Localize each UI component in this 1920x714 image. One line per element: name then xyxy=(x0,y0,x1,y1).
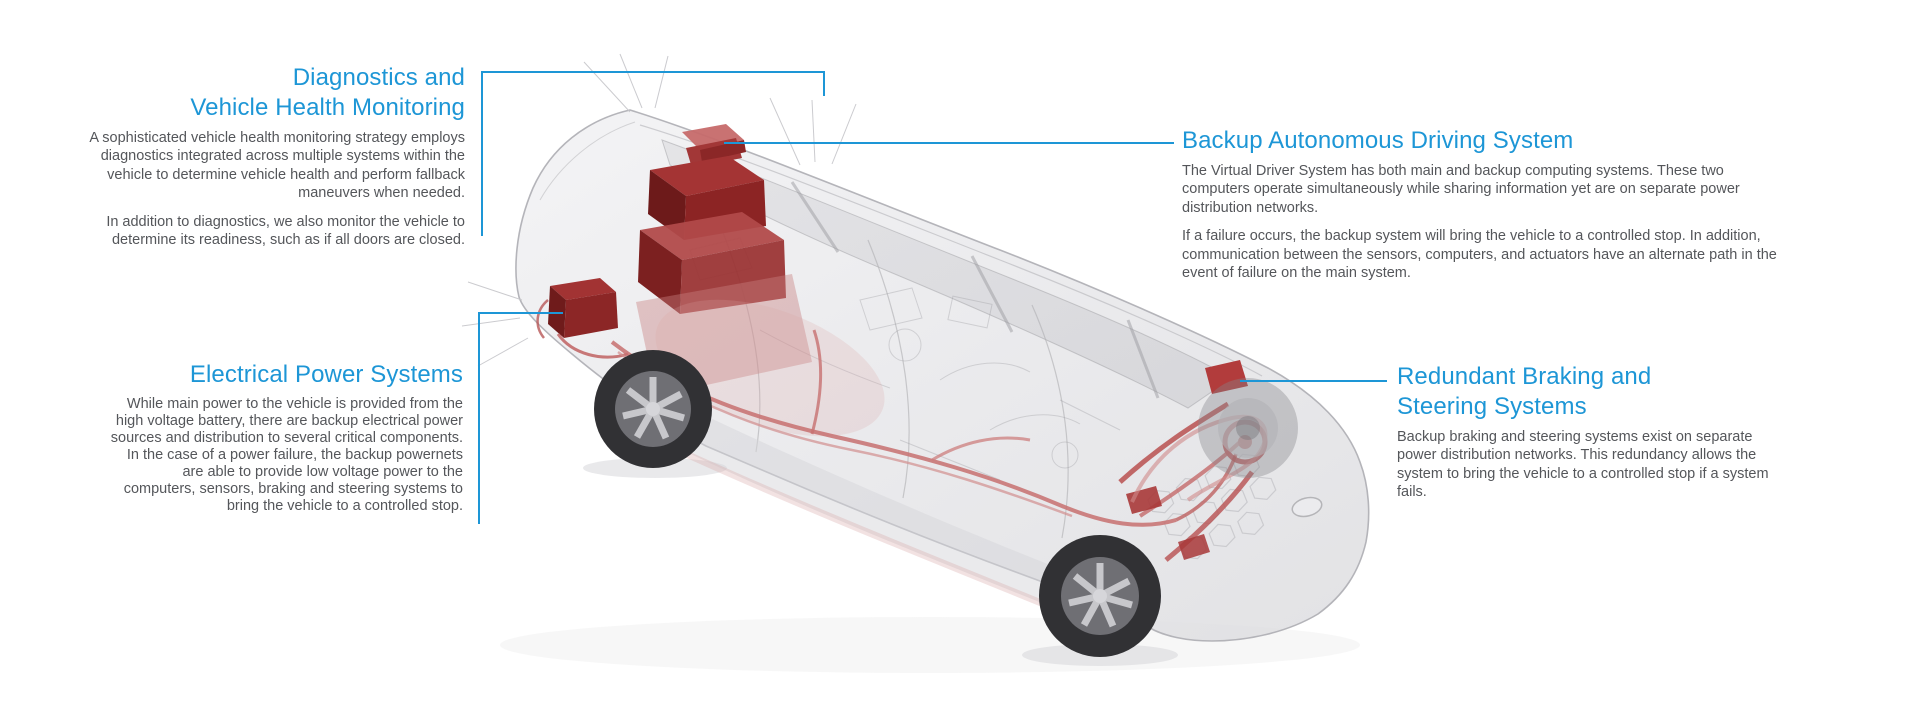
callout-diagnostics-title: Diagnostics and Vehicle Health Monitorin… xyxy=(83,63,465,123)
paragraph: In addition to diagnostics, we also moni… xyxy=(106,213,465,249)
callout-electrical-body: While main power to the vehicle is provi… xyxy=(107,396,463,515)
callout-electrical: Electrical Power Systems While main powe… xyxy=(107,360,463,515)
callout-diagnostics-body: A sophisticated vehicle health monitorin… xyxy=(83,129,465,249)
connector-diagnostics-drop xyxy=(823,71,825,96)
connector-backup-horizontal xyxy=(724,142,1174,144)
callout-backup-body: The Virtual Driver System has both main … xyxy=(1182,162,1794,282)
title-line: Steering Systems xyxy=(1397,393,1587,420)
callout-redundant-title: Redundant Braking and Steering Systems xyxy=(1397,362,1769,422)
title-line: Diagnostics and xyxy=(292,64,465,91)
paragraph: A sophisticated vehicle health monitorin… xyxy=(89,130,465,202)
callout-redundant-body: Backup braking and steering systems exis… xyxy=(1397,428,1769,502)
wheel-front-left xyxy=(1039,535,1161,657)
callout-backup: Backup Autonomous Driving System The Vir… xyxy=(1182,126,1794,282)
connector-electrical-vertical xyxy=(478,312,480,524)
callout-redundant: Redundant Braking and Steering Systems B… xyxy=(1397,362,1769,502)
paragraph: If a failure occurs, the backup system w… xyxy=(1182,228,1777,282)
callout-diagnostics: Diagnostics and Vehicle Health Monitorin… xyxy=(83,63,465,249)
sensor-whiskers xyxy=(461,53,857,367)
callout-electrical-title: Electrical Power Systems xyxy=(189,361,463,388)
paragraph: The Virtual Driver System has both main … xyxy=(1182,163,1740,216)
connector-diagnostics-horizontal xyxy=(481,71,825,73)
wheel-rear-left xyxy=(594,350,712,468)
connector-diagnostics-vertical xyxy=(481,71,483,236)
brand-badge xyxy=(1291,496,1323,518)
paragraph: Backup braking and steering systems exis… xyxy=(1397,429,1769,501)
paragraph: While main power to the vehicle is provi… xyxy=(110,396,463,514)
title-line: Redundant Braking and xyxy=(1397,363,1652,390)
backup-battery-unit xyxy=(536,278,629,359)
connector-electrical-horizontal xyxy=(479,312,563,314)
callout-backup-title: Backup Autonomous Driving System xyxy=(1182,127,1574,154)
title-line: Vehicle Health Monitoring xyxy=(190,94,465,121)
connector-redundant-horizontal xyxy=(1240,380,1387,382)
wheel-far-right xyxy=(1198,378,1298,478)
